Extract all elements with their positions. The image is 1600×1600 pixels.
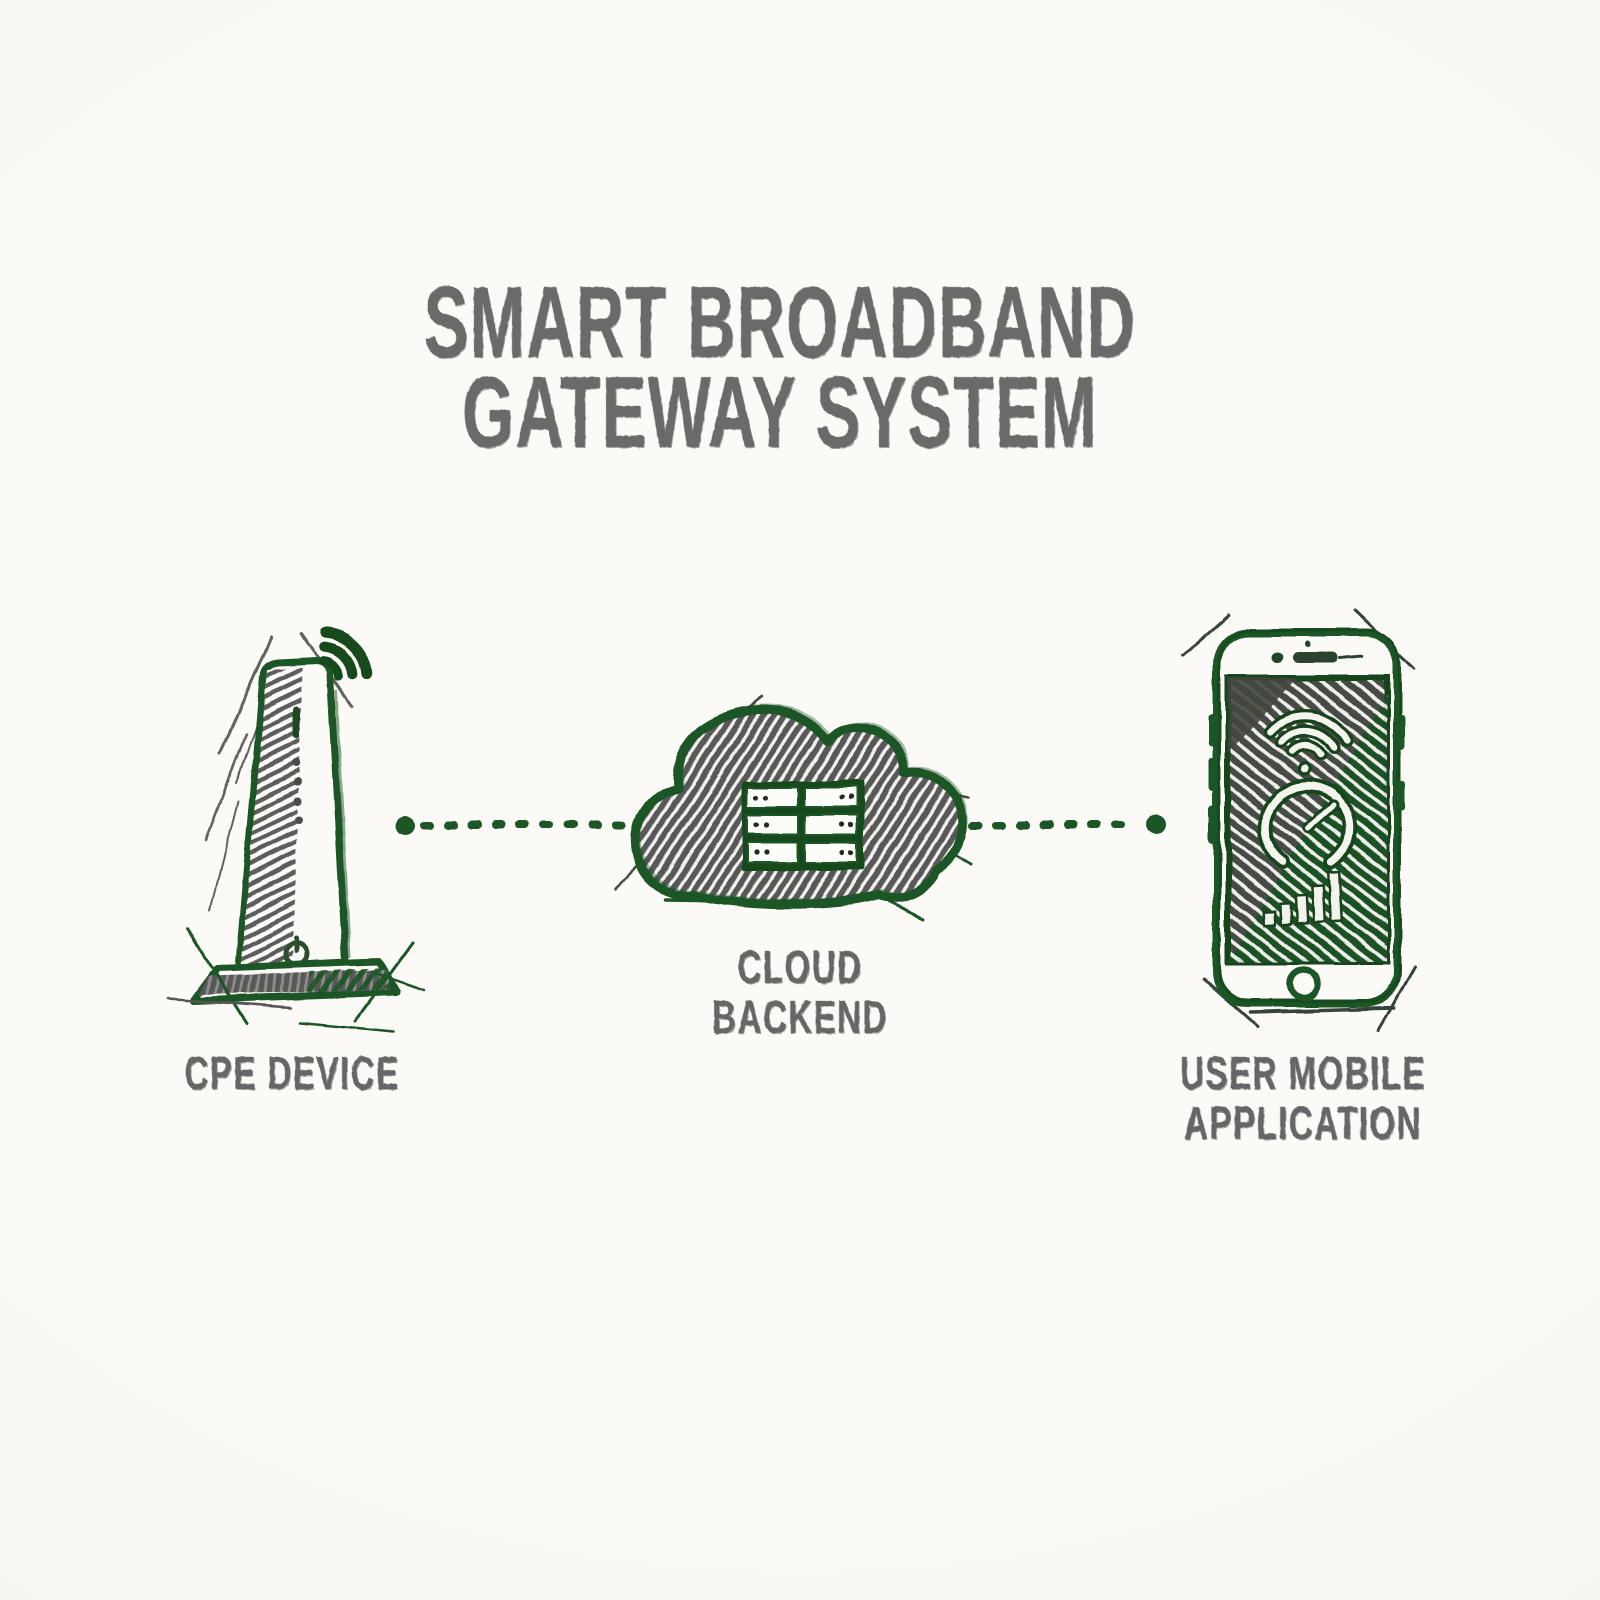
- connector-cloud-to-mobile: [968, 815, 1166, 835]
- connector-cpe-to-cloud: [395, 815, 649, 835]
- speaker-icon: [1292, 652, 1338, 663]
- base-sketch-strokes: [166, 928, 426, 1034]
- speaker-sketch-tail: [1338, 654, 1364, 660]
- sketch-overshoot-strokes: [204, 632, 354, 911]
- diagram-title: SMART BROADBAND GATEWAY SYSTEM: [265, 267, 1295, 469]
- signal-bars-icon: [1261, 870, 1344, 927]
- led-slot: [293, 706, 300, 738]
- cloud-sketch-outline: [638, 704, 969, 903]
- router-base-green-shading: [308, 968, 392, 992]
- tower-edge-stroke: [334, 689, 352, 959]
- mobile-phone-illustration: [1181, 609, 1417, 1033]
- speed-gauge-icon: [1257, 778, 1357, 870]
- cpe-device-label: CPE DEVICE: [184, 1047, 400, 1099]
- wifi-icon: [1262, 708, 1354, 776]
- mobile-app-label-line-1: USER MOBILE: [1180, 1047, 1426, 1099]
- phone-body-sketch-outline: [1217, 629, 1401, 1003]
- server-rack-icon: [742, 781, 864, 871]
- cloud-backend-label: CLOUD BACKEND: [712, 941, 888, 1043]
- endpoint-dot: [395, 815, 415, 835]
- mobile-app-label: USER MOBILE APPLICATION: [1159, 1048, 1447, 1148]
- cpe-device-illustration: [166, 627, 426, 1034]
- router-tower-shading: [240, 668, 302, 966]
- camera-icon: [1271, 651, 1283, 663]
- led-indicator-lights: [292, 759, 303, 824]
- mobile-app-label-line-2: APPLICATION: [1184, 1097, 1422, 1149]
- side-buttons: [1209, 713, 1405, 843]
- home-button-icon: [1286, 966, 1322, 1002]
- endpoint-dot: [1146, 815, 1166, 835]
- server-drive-dots: [753, 794, 854, 856]
- wifi-signal-icon: [319, 627, 373, 681]
- title-line-2: GATEWAY SYSTEM: [462, 357, 1098, 469]
- cloud-backend-illustration: [614, 695, 973, 920]
- sensor-dot: [1305, 641, 1311, 647]
- title-line-1: SMART BROADBAND: [423, 267, 1137, 379]
